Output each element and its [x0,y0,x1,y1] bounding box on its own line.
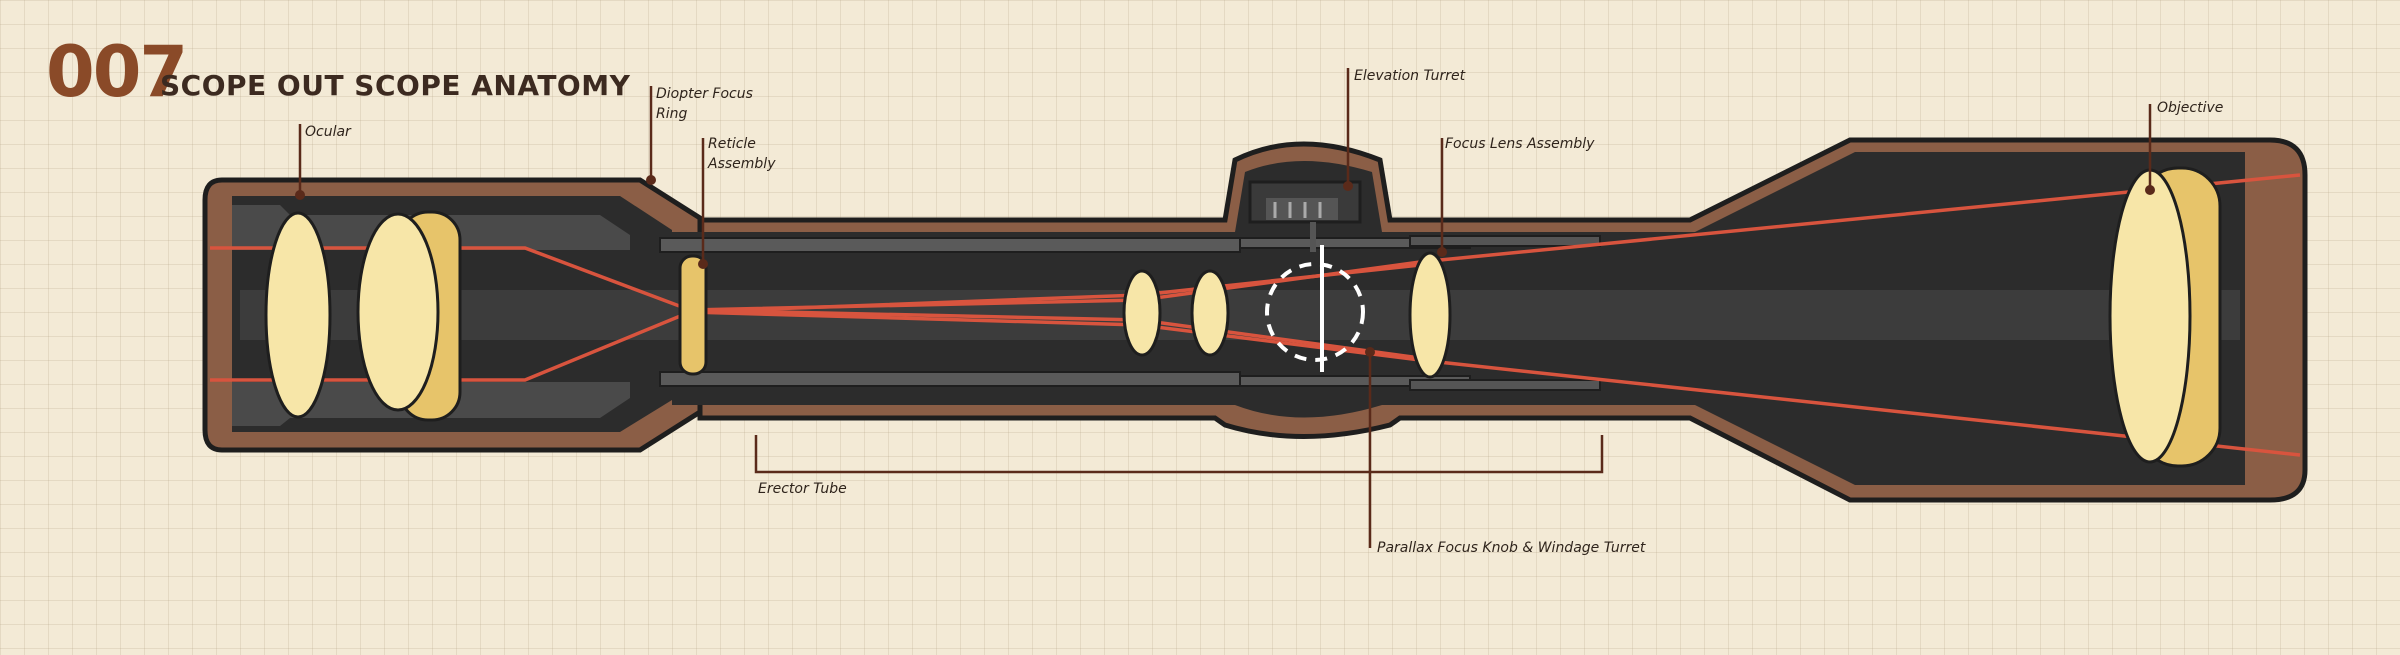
reticle-assembly [678,254,708,376]
diagram-number: 007 [46,31,186,113]
diagram-title: SCOPE OUT SCOPE ANATOMY [160,69,631,102]
scope-inner-body [232,152,2245,485]
label-objective: Objective [2157,100,2223,116]
label-ocular: Ocular [305,124,352,140]
focus-lens [1408,251,1452,379]
reticle-crosshair [1265,245,1365,372]
label-focus-lens-assembly: Focus Lens Assembly [1445,136,1595,152]
elevation-turret [1248,180,1362,252]
label-diopter-focus-ring: Diopter Focus [656,86,753,102]
erector-lenses [1122,269,1230,357]
label-elevation-turret: Elevation Turret [1354,68,1466,84]
erector-tube [659,235,1601,391]
label-parallax-windage: Parallax Focus Knob & Windage Turret [1377,540,1646,556]
label-reticle-assembly: Reticle [708,136,756,152]
label-diopter-focus-ring-2: Ring [656,106,687,122]
ocular-lenses [264,210,462,422]
label-erector-tube: Erector Tube [758,481,847,497]
ocular-lens-2 [356,212,440,412]
ocular-lens-1 [264,211,332,419]
label-reticle-assembly-2: Assembly [707,156,776,172]
objective-lens [2108,166,2222,468]
leader-lines [295,68,2155,548]
